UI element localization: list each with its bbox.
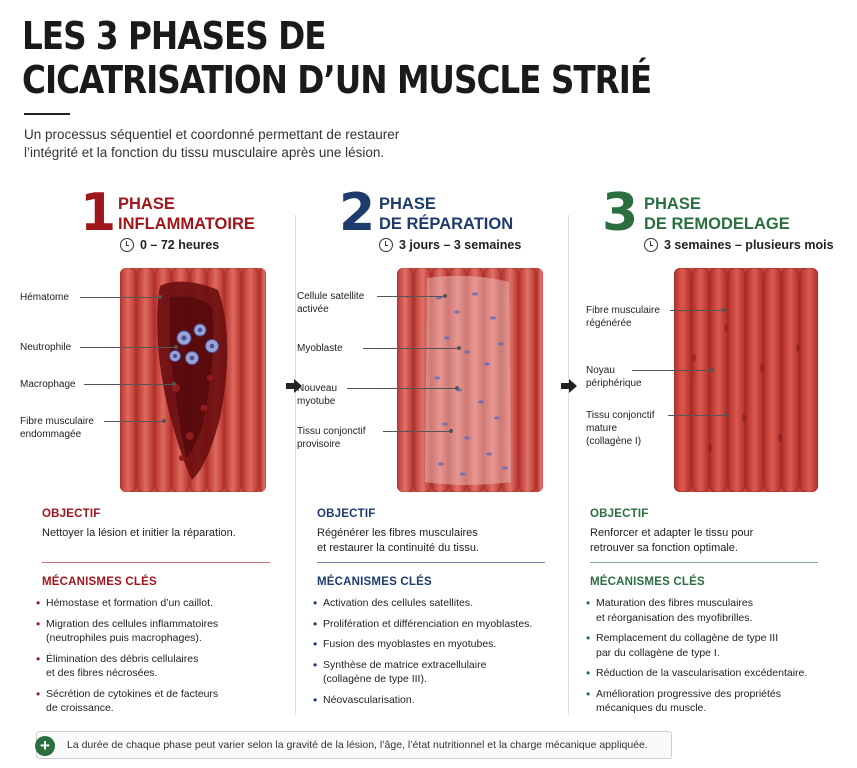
phase-2-mechanisms-list: Activation des cellules satellites. Prol… xyxy=(311,596,551,713)
label-leader xyxy=(668,413,728,417)
phase-3-title: Phase de remodelage xyxy=(644,194,790,234)
phase-2-title: Phase de réparation xyxy=(379,194,513,234)
phase-2-header: 2 Phase de réparation 3 jours – 3 semain… xyxy=(297,183,569,258)
list-item: Néovascularisation. xyxy=(311,693,551,708)
phase-1-title-line-2: inflammatoire xyxy=(118,215,255,233)
label-macrophage: Macrophage xyxy=(20,379,76,390)
phase-2-muscle-illustration xyxy=(397,268,543,492)
page-title-line-1: LES 3 PHASES DE xyxy=(22,14,327,58)
phase-2-duration-text: 3 jours – 3 semaines xyxy=(399,238,522,252)
list-item: Hémostase et formation d’un caillot. xyxy=(34,596,274,611)
column-divider-2 xyxy=(568,215,569,715)
phase-3-divider xyxy=(590,562,818,563)
phase-3-duration-text: 3 semaines – plusieurs mois xyxy=(664,238,834,252)
phase-1-duration-text: 0 – 72 heures xyxy=(140,238,220,252)
phase-1-duration: 0 – 72 heures xyxy=(120,238,219,252)
phase-3-title-line-1: Phase xyxy=(644,195,701,213)
arrow-right-icon xyxy=(561,379,577,393)
phase-1-labels: Hématome Neutrophile Macrophage Fibre mu… xyxy=(20,268,178,492)
list-item: Remplacement du collagène de type IIIpar… xyxy=(584,631,824,660)
page-title-line-2: CICATRISATION D’UN MUSCLE STRIÉ xyxy=(22,58,652,102)
phase-3-objective-text: Renforcer et adapter le tissu pour retro… xyxy=(590,527,754,554)
label-leader xyxy=(80,345,178,349)
phase-3-duration: 3 semaines – plusieurs mois xyxy=(644,238,834,252)
phase-2-title-line-2: de réparation xyxy=(379,215,514,233)
clock-icon xyxy=(120,238,134,252)
phase-3-objective-label: Objectif xyxy=(590,508,649,520)
label-myoblaste: Myoblaste xyxy=(297,343,343,354)
phase-2-objective-text: Régénérer les fibres musculaires et rest… xyxy=(317,527,480,554)
list-item: Amélioration progressive des propriétésm… xyxy=(584,687,824,716)
list-item: Synthèse de matrice extracellulaire(coll… xyxy=(311,658,551,687)
list-item: Activation des cellules satellites. xyxy=(311,596,551,611)
label-leader xyxy=(347,386,459,390)
page-subtitle: Un processus séquentiel et coordonné per… xyxy=(24,126,544,162)
phase-1-divider xyxy=(42,562,270,563)
clock-icon xyxy=(644,238,658,252)
phase-2-title-line-1: Phase xyxy=(379,195,436,213)
list-item: Réduction de la vascularisation excédent… xyxy=(584,666,824,681)
label-leader xyxy=(80,295,162,299)
phase-1-title: Phase inflammatoire xyxy=(118,194,255,234)
list-item: Prolifération et différenciation en myob… xyxy=(311,617,551,632)
phase-3-number: 3 xyxy=(602,183,639,243)
label-leader xyxy=(363,346,461,350)
phase-2-column: 2 Phase de réparation 3 jours – 3 semain… xyxy=(297,183,569,723)
column-divider-1 xyxy=(295,215,296,715)
label-leader xyxy=(670,308,726,312)
phase-2-objective-label: Objectif xyxy=(317,508,376,520)
title-underline xyxy=(24,113,70,115)
phase-1-objective-text: Nettoyer la lésion et initier la réparat… xyxy=(42,527,236,539)
phase-1-mechanisms-list: Hémostase et formation d’un caillot. Mig… xyxy=(34,596,274,722)
list-item: Sécrétion de cytokines et de facteursde … xyxy=(34,687,274,716)
label-neutrophile: Neutrophile xyxy=(20,342,72,353)
phase-3-column: 3 Phase de remodelage 3 semaines – plusi… xyxy=(572,183,844,723)
phase-1-muscle-illustration xyxy=(120,268,266,492)
label-leader xyxy=(377,294,447,298)
page-subtitle-line-2: l’intégrité et la fonction du tissu musc… xyxy=(24,145,385,160)
label-hematome: Hématome xyxy=(20,292,69,303)
footer-note: + La durée de chaque phase peut varier s… xyxy=(35,731,672,759)
phase-3-header: 3 Phase de remodelage 3 semaines – plusi… xyxy=(572,183,844,258)
phase-1-title-line-1: Phase xyxy=(118,195,175,213)
phase-1-header: 1 Phase inflammatoire 0 – 72 heures xyxy=(20,183,292,258)
page-subtitle-line-1: Un processus séquentiel et coordonné per… xyxy=(24,127,400,142)
list-item: Migration des cellules inflammatoires(ne… xyxy=(34,617,274,646)
list-item: Fusion des myoblastes en myotubes. xyxy=(311,637,551,652)
phase-3-muscle-illustration xyxy=(674,268,818,492)
page-title: LES 3 PHASES DE CICATRISATION D’UN MUSCL… xyxy=(22,14,652,102)
phase-2-divider xyxy=(317,562,545,563)
phase-2-mechanisms-label: Mécanismes clés xyxy=(317,576,432,588)
label-leader xyxy=(383,429,453,433)
phase-2-duration: 3 jours – 3 semaines xyxy=(379,238,521,252)
label-leader xyxy=(632,368,714,372)
footer-text: La durée de chaque phase peut varier sel… xyxy=(67,739,648,751)
phase-1-column: 1 Phase inflammatoire 0 – 72 heures xyxy=(20,183,292,723)
plus-icon: + xyxy=(35,736,55,756)
phase-1-mechanisms-label: Mécanismes clés xyxy=(42,576,157,588)
arrow-right-icon xyxy=(286,379,302,393)
phase-2-number: 2 xyxy=(339,183,376,243)
phase-3-mechanisms-label: Mécanismes clés xyxy=(590,576,705,588)
phase-3-title-line-2: de remodelage xyxy=(644,215,790,233)
phase-1-number: 1 xyxy=(80,183,117,243)
clock-icon xyxy=(379,238,393,252)
label-leader xyxy=(84,382,176,386)
phase-1-objective-label: Objectif xyxy=(42,508,101,520)
label-leader xyxy=(104,419,166,423)
